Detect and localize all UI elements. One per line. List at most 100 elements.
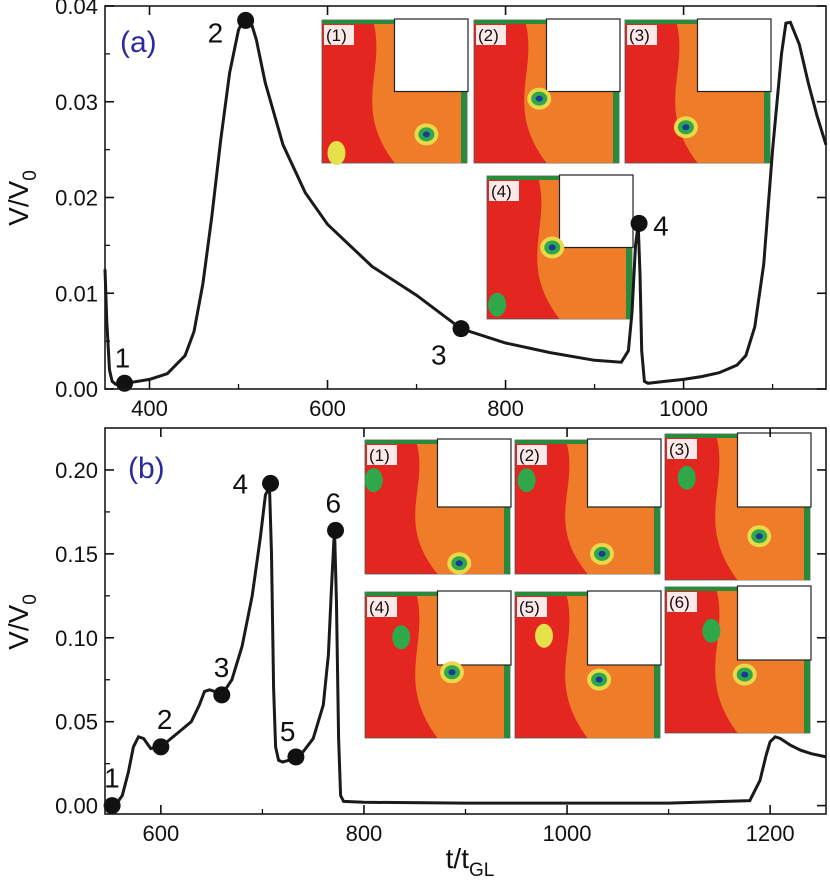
panel-b-label: (b)	[128, 452, 165, 485]
panel-a-series-line	[103, 18, 828, 386]
panel-b-marker-label-6: 6	[326, 487, 342, 518]
panel-b-ylabel-sub: 0	[20, 594, 41, 605]
panel-b-inset-3-edge-right	[804, 507, 810, 580]
panel-b-ylabel-main: V/V	[3, 604, 34, 649]
panel-a-xtick-label-0: 400	[131, 396, 168, 421]
panel-a-inset-1-spot-1	[327, 140, 346, 165]
panel-b-inset-5-edge-right	[654, 665, 660, 738]
panel-b-inset-5-spot-1	[535, 623, 553, 648]
panel-a-inset-2-edge-right	[613, 91, 619, 163]
panel-b-inset-1-label-bg	[367, 445, 397, 465]
panel-b-inset-3-vortex-core	[755, 533, 763, 540]
panel-a-inset-4-edge-right	[626, 247, 632, 319]
panel-b-inset-6-spot-1	[702, 618, 721, 643]
panel-b-markers: 1 2 3 4 5 6	[103, 468, 345, 815]
panel-a-ytick-label-1: 0.01	[55, 281, 98, 306]
panel-b-inset-6: (6)	[664, 585, 812, 734]
panel-a-inset-3: (3)	[624, 18, 772, 164]
panel-a-inset-3-edge-right	[764, 91, 770, 163]
panel-b-marker-3	[213, 686, 231, 704]
panel-b-inset-1-label: (1)	[369, 446, 390, 465]
panel-a-ylabel-main: V/V	[3, 180, 34, 225]
svg-text:V/V0: V/V0	[3, 594, 41, 650]
panel-b-inset-3-notch	[736, 432, 812, 508]
panel-a-marker-label-2: 2	[208, 17, 224, 48]
panel-a-markers: 1 2 3 4	[115, 11, 669, 392]
panel-a-label: (a)	[120, 26, 157, 59]
panel-b-xlabel-sub: GL	[469, 860, 494, 881]
panel-b-marker-label-4: 4	[233, 468, 249, 499]
panel-b-inset-4-edge-right	[504, 665, 510, 738]
panel-a-insets: (1)(2)(3)(4)	[321, 18, 772, 320]
panel-b-marker-label-2: 2	[157, 704, 173, 735]
panel-b-inset-1-edge-right	[504, 507, 510, 574]
panel-b-inset-6-label-bg	[667, 592, 697, 612]
panel-a-marker-label-3: 3	[431, 340, 447, 371]
panel-b: (1) (2) (3) (4) (5) (6) 1 2 3 4 5 6 600 800 1000 1 2 0 0…	[3, 427, 827, 881]
panel-b-marker-label-1: 1	[104, 763, 120, 794]
panel-b-inset-4: (4)	[364, 590, 512, 739]
panel-b-inset-4-notch	[436, 590, 512, 666]
panel-b-inset-4-label-bg	[367, 597, 397, 617]
panel-b-xtick-label-2: 1000	[543, 821, 592, 846]
panel-a-inset-3-notch	[696, 18, 772, 93]
panel-b-inset-3: (3)	[664, 432, 812, 581]
panel-a-yticks: 0.000.010.020.030.04	[55, 0, 826, 402]
panel-a-inset-3-label-bg	[627, 25, 657, 45]
panel-b-inset-6-label: (6)	[669, 593, 690, 612]
panel-b-inset-5: (5)	[514, 590, 662, 739]
panel-a-inset-2-notch	[545, 18, 621, 93]
panel-a-inset-3-vortex-core	[682, 124, 690, 131]
panel-a-ytick-label-2: 0.02	[55, 186, 98, 211]
panel-b-inset-3-spot-1	[677, 465, 696, 490]
panel-a-marker-label-4: 4	[653, 210, 669, 241]
panel-b-xtick-label-0: 600	[142, 821, 179, 846]
panel-a-inset-2-vortex-core	[535, 95, 543, 102]
panel-b-marker-6	[327, 521, 345, 539]
panel-a-inset-4-label-bg	[489, 181, 519, 201]
panel-b-inset-6-vortex-core	[741, 671, 749, 678]
panel-a-inset-4-notch	[558, 174, 634, 249]
panel-b-marker-2	[152, 738, 170, 756]
panel-a-inset-2: (2)	[473, 18, 621, 164]
panel-b-marker-label-3: 3	[214, 652, 230, 683]
panel-a-inset-4-vortex-core	[548, 244, 556, 251]
panel-b-inset-2-vortex-core	[598, 550, 606, 557]
panel-b-inset-5-notch	[586, 590, 662, 666]
panel-b-inset-5-label: (5)	[519, 598, 540, 617]
panel-a-inset-1-label: (1)	[326, 26, 347, 45]
panel-b-inset-1: (1)	[364, 438, 512, 575]
panel-a-ytick-label-3: 0.03	[55, 90, 98, 115]
panel-a-xtick-label-2: 800	[487, 396, 524, 421]
panel-b-inset-4-vortex-core	[448, 669, 456, 676]
panel-b-inset-6-notch	[736, 585, 812, 661]
panel-a-marker-label-1: 1	[115, 342, 131, 373]
panel-a-marker-3	[452, 320, 470, 338]
panel-b-xtick-label-1: 800	[346, 821, 383, 846]
panel-a-xtick-label-1: 600	[309, 396, 346, 421]
panel-b-marker-label-5: 5	[280, 716, 296, 747]
panel-b-ytick-label-2: 0.10	[55, 626, 98, 651]
panel-b-inset-2-edge-right	[654, 507, 660, 574]
panel-a-inset-3-label: (3)	[629, 26, 650, 45]
panel-b-inset-3-label: (3)	[669, 440, 690, 459]
panel-b-inset-1-vortex-core	[455, 560, 463, 567]
panel-b-inset-2-label-bg	[517, 445, 547, 465]
panel-b-ytick-label-0: 0.00	[55, 794, 98, 819]
panel-a-inset-1-label-bg	[324, 25, 354, 45]
panel-a-marker-1	[116, 374, 134, 392]
panel-b-marker-5	[287, 748, 305, 766]
panel-a-inset-1-vortex-core	[422, 131, 430, 138]
panel-a-marker-4	[630, 214, 648, 232]
panel-a-inset-2-label-bg	[476, 25, 506, 45]
panel-a-ylabel-sub: 0	[20, 170, 41, 181]
panel-b-inset-6-edge-right	[804, 660, 810, 733]
panel-b-xlabel-main: t/t	[446, 843, 470, 874]
panel-a-ytick-label-4: 0.04	[55, 0, 98, 19]
panel-b-inset-2-label: (2)	[519, 446, 540, 465]
panel-a-xtick-label-3: 1000	[659, 396, 708, 421]
panel-b-inset-5-vortex-core	[595, 676, 603, 683]
panel-b-inset-5-label-bg	[517, 597, 547, 617]
